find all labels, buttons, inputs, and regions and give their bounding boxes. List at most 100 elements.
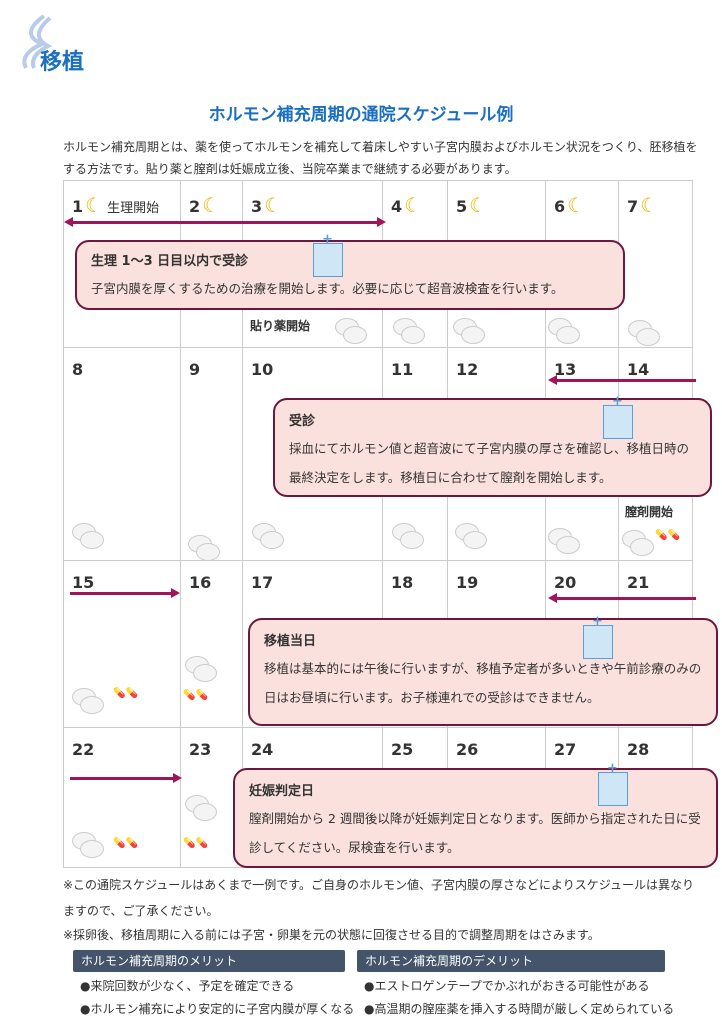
- calendar-day: 6☾: [554, 193, 585, 217]
- patch-start-label: 貼り薬開始: [250, 319, 311, 333]
- day-number: 17: [251, 573, 274, 592]
- calendar-day: 11: [391, 360, 413, 379]
- calendar-day: 15: [72, 573, 94, 592]
- calendar-day: 20: [554, 573, 576, 592]
- day-number: 11: [391, 360, 414, 379]
- day-number: 8: [72, 360, 84, 379]
- calendar-day: 13: [554, 360, 576, 379]
- period-start-label: 生理開始: [107, 201, 160, 216]
- grid-line: [382, 180, 383, 868]
- arrow-visit: [548, 375, 696, 385]
- calendar-day: 7☾: [627, 193, 658, 217]
- merit-item: ●ホルモン補充により安定的に子宮内膜が厚くなる: [80, 1002, 355, 1016]
- note-1: ※この通院スケジュールはあくまで一例です。ご自身のホルモン値、子宮内膜の厚さなど…: [63, 878, 694, 918]
- calendar-day: 26: [456, 740, 478, 759]
- calendar-day: 5☾: [456, 193, 487, 217]
- intro-text: ホルモン補充周期とは、薬を使ってホルモンを補充して着床しやすい子宮内膜およびホル…: [63, 140, 698, 176]
- moon-icon: ☾: [202, 193, 221, 217]
- grid-line: [447, 180, 448, 868]
- calendar-day: 10: [251, 360, 273, 379]
- arrow-transfer: [548, 593, 696, 603]
- day-number: 1: [72, 197, 84, 216]
- day-number: 3: [251, 197, 263, 216]
- day-number: 13: [554, 360, 577, 379]
- patch-icon: [196, 543, 220, 561]
- day-number: 20: [554, 573, 577, 592]
- patch-icon: [556, 326, 580, 344]
- hospital-icon: [598, 761, 628, 806]
- day-number: 21: [627, 573, 650, 592]
- day-number: 7: [627, 197, 639, 216]
- moon-icon: ☾: [404, 193, 423, 217]
- calendar-day: 19: [456, 573, 478, 592]
- patch-icon: [80, 840, 104, 858]
- grid-line: [63, 347, 693, 348]
- day-number: 26: [456, 740, 479, 759]
- day-number: 4: [391, 197, 403, 216]
- patch-icon: [80, 696, 104, 714]
- day-number: 16: [189, 573, 212, 592]
- day-number: 24: [251, 740, 274, 759]
- patch-icon: [80, 531, 104, 549]
- day-number: 12: [456, 360, 479, 379]
- day-number: 5: [456, 197, 468, 216]
- day-number: 23: [189, 740, 212, 759]
- patch-icon: [461, 326, 485, 344]
- calendar-day: 28: [627, 740, 649, 759]
- callout-title: 移植当日: [264, 634, 317, 649]
- patch-icon: [401, 326, 425, 344]
- calendar-day: 9: [189, 360, 200, 379]
- hospital-icon: [313, 232, 343, 277]
- moon-icon: ☾: [469, 193, 488, 217]
- calendar-day: 16: [189, 573, 211, 592]
- patch-icon: [193, 803, 217, 821]
- pills-icon: 💊💊: [183, 838, 208, 849]
- demerit-item: ●エストロゲンテープでかぶれがおきる可能性がある: [364, 979, 650, 993]
- callout-body: 子宮内膜を厚くするための治療を開始します。必要に応じて超音波検査を行います。: [91, 281, 564, 296]
- callout-title: 妊娠判定日: [249, 784, 315, 799]
- day-number: 25: [391, 740, 414, 759]
- calendar-day: 27: [554, 740, 576, 759]
- day-number: 9: [189, 360, 201, 379]
- note-2: ※採卵後、移植周期に入る前には子宮・卵巣を元の状態に回復させる目的で調整周期をは…: [63, 928, 600, 942]
- calendar-day: 22: [72, 740, 94, 759]
- callout-body: 移植は基本的には午後に行いますが、移植予定者が多いときや午前診療のみの日はお昼頃…: [264, 661, 702, 705]
- day-number: 27: [554, 740, 577, 759]
- pills-icon: 💊💊: [655, 530, 680, 541]
- moon-icon: ☾: [85, 193, 104, 217]
- calendar-day: 24: [251, 740, 273, 759]
- patch-icon: [556, 536, 580, 554]
- patch-icon: [630, 538, 654, 556]
- grid-line: [180, 180, 181, 868]
- calendar-day: 23: [189, 740, 211, 759]
- callout-title: 受診: [289, 414, 316, 429]
- grid-line: [545, 180, 546, 868]
- pills-icon: 💊💊: [183, 690, 208, 701]
- day-number: 19: [456, 573, 479, 592]
- callout-transfer-day: 移植当日移植は基本的には午後に行いますが、移植予定者が多いときや午前診療のみの日…: [248, 618, 718, 726]
- callout-visit: 受診採血にてホルモン値と超音波にて子宮内膜の厚さを確認し、移植日時の最終決定をし…: [273, 398, 712, 497]
- calendar-day: 25: [391, 740, 413, 759]
- calendar-day: 17: [251, 573, 273, 592]
- hospital-icon: [603, 394, 633, 439]
- calendar-day: 3☾: [251, 193, 282, 217]
- patch-icon: [400, 531, 424, 549]
- grid-line: [63, 560, 693, 561]
- grid-line: [63, 727, 693, 728]
- day-number: 15: [72, 573, 95, 592]
- calendar-day: 2☾: [189, 193, 220, 217]
- callout-first-visit: 生理 1～3 日目以内で受診子宮内膜を厚くするための治療を開始します。必要に応じ…: [75, 240, 625, 310]
- patch-icon: [193, 664, 217, 682]
- merits-header: ホルモン補充周期のメリット: [73, 950, 345, 972]
- patch-icon: [343, 326, 367, 344]
- day-number: 10: [251, 360, 274, 379]
- moon-icon: ☾: [264, 193, 283, 217]
- demerit-item: ●高温期の膣座薬を挿入する時間が厳しく定められている: [364, 1002, 675, 1016]
- calendar-day: 21: [627, 573, 649, 592]
- day-number: 14: [627, 360, 650, 379]
- pills-icon: 💊💊: [113, 688, 138, 699]
- arrow-22: [70, 773, 182, 783]
- grid-line: [618, 180, 619, 868]
- arrow-15: [70, 588, 180, 598]
- calendar-day: 8: [72, 360, 83, 379]
